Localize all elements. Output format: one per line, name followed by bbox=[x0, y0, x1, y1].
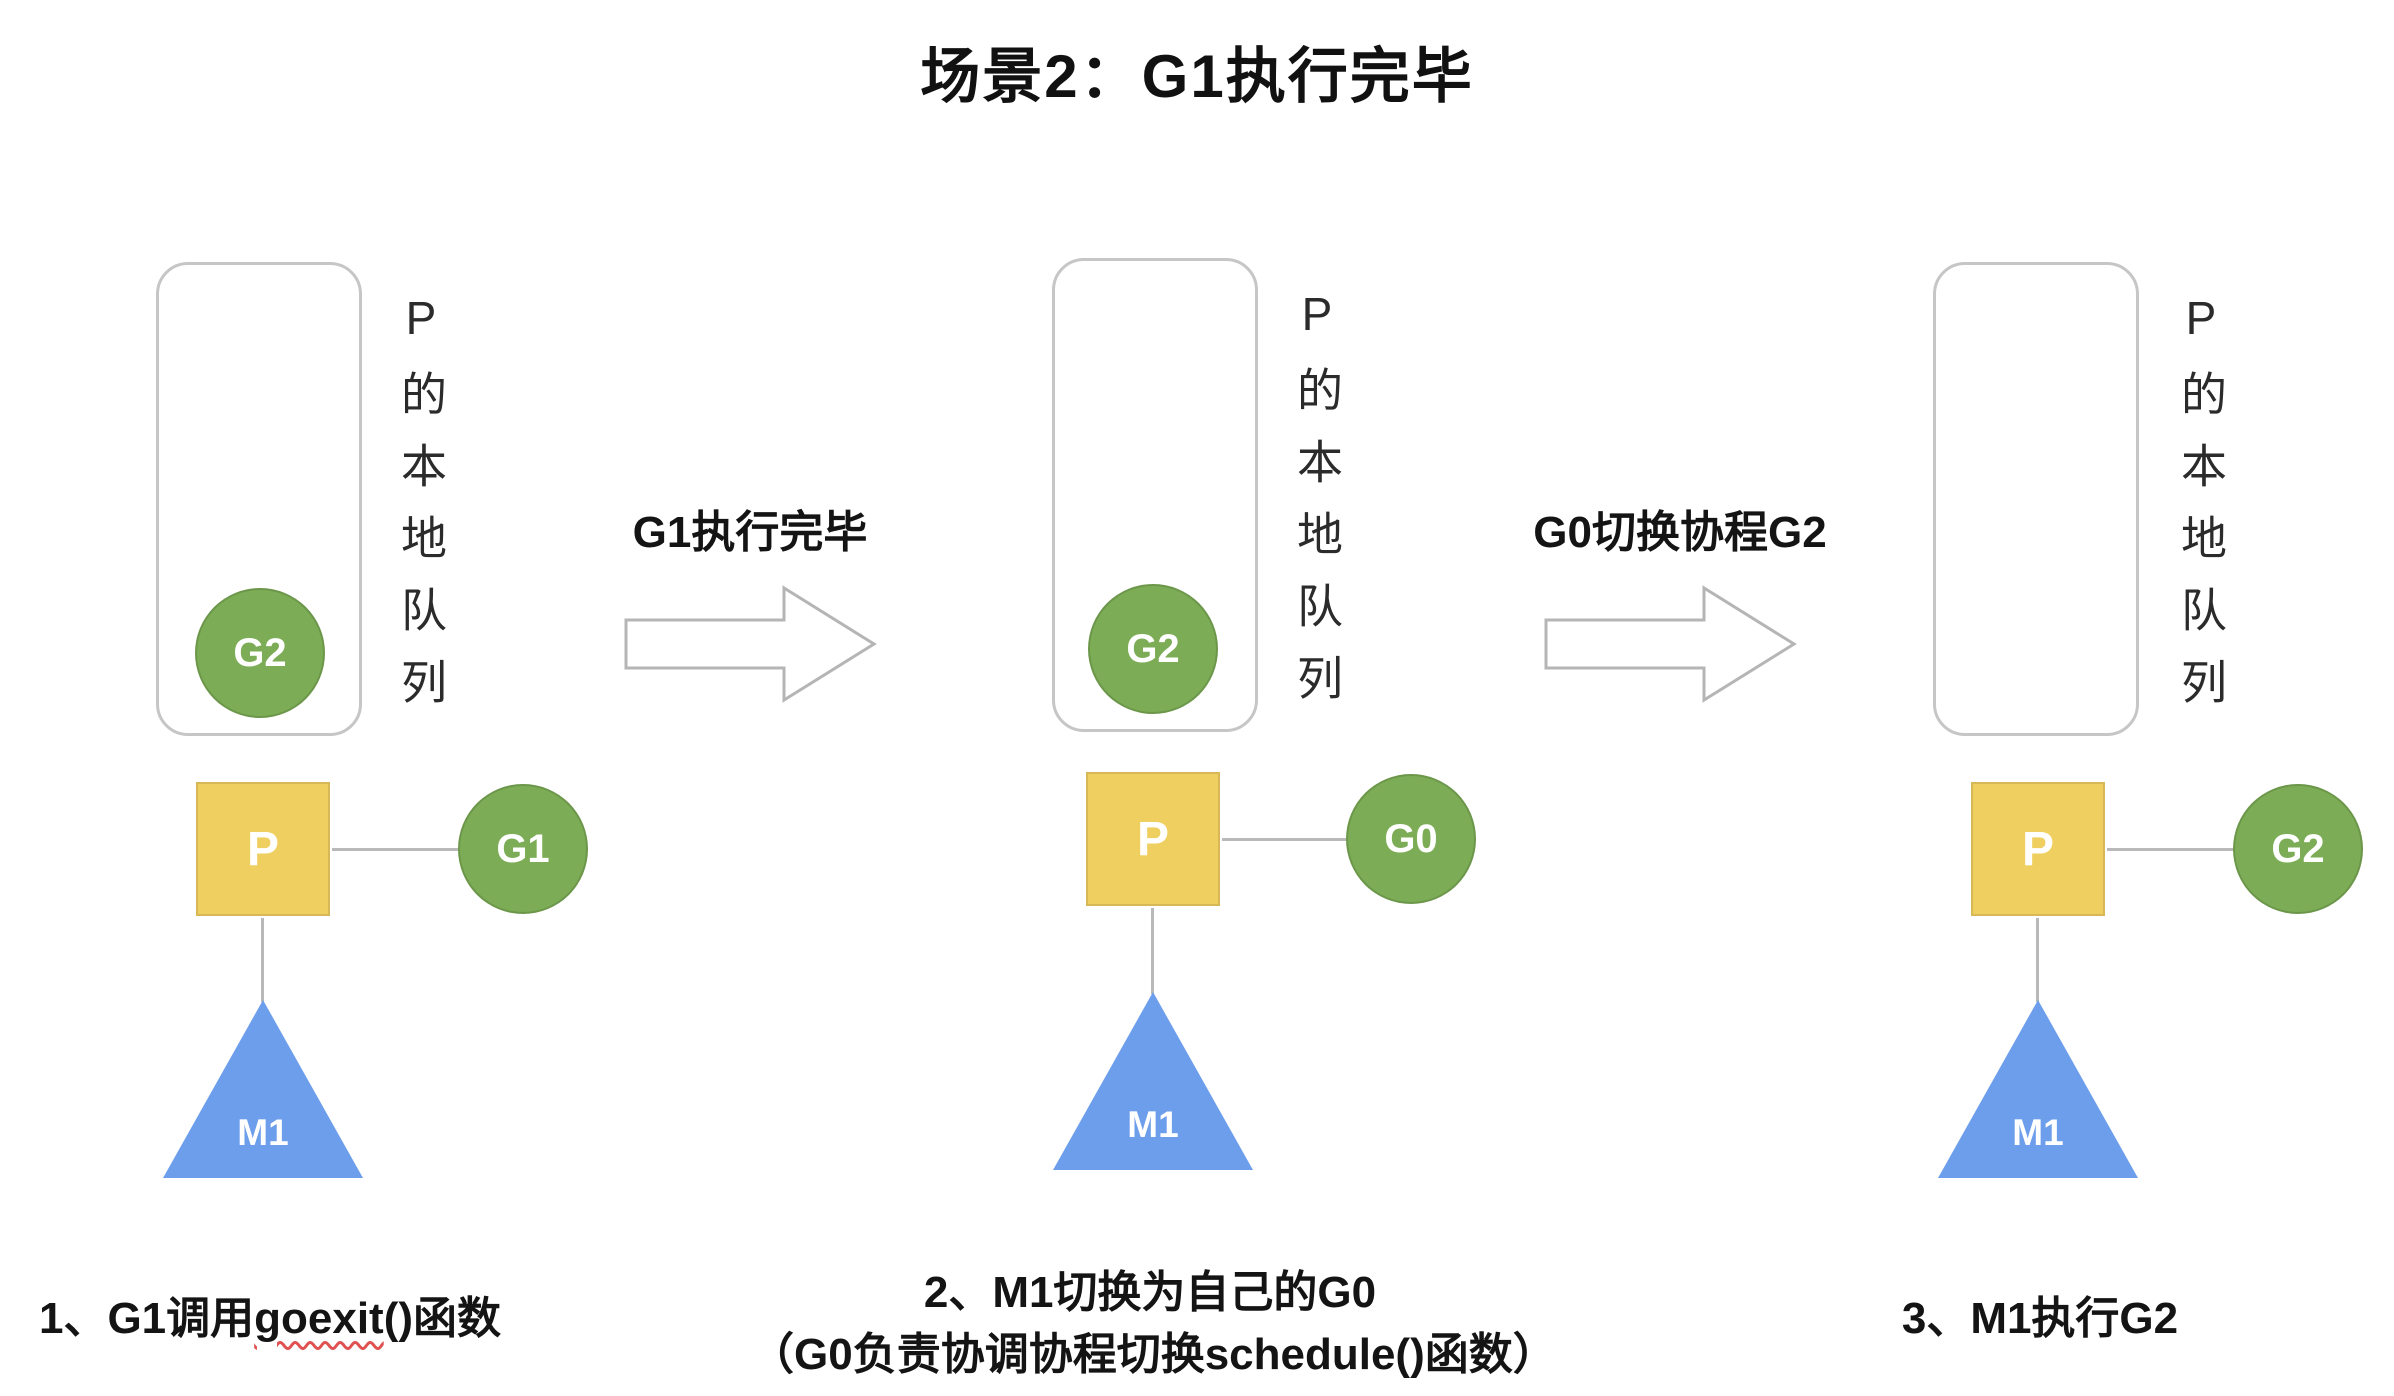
arrow-right-icon-1 bbox=[624, 585, 877, 703]
goroutine-g0-attached: G0 bbox=[1346, 774, 1476, 904]
transition2-label: G0切换协程G2 bbox=[1533, 508, 1827, 557]
goroutine-g2-in-queue-1: G2 bbox=[195, 588, 325, 718]
goroutine-g1-attached: G1 bbox=[458, 784, 588, 914]
arrow-right-icon-2 bbox=[1544, 585, 1797, 703]
goroutine-g2-attached: G2 bbox=[2233, 784, 2363, 914]
p-local-queue-box-3 bbox=[1933, 262, 2139, 736]
step2-caption: 2、M1切换为自己的G0 （G0负责协调协程切换schedule()函数） bbox=[750, 1262, 1557, 1387]
p-local-queue-label-3: P的本地队列 bbox=[2175, 292, 2227, 730]
step1-caption-spellcheck-word: goexit bbox=[254, 1294, 384, 1343]
p-local-queue-label-1: P的本地队列 bbox=[395, 292, 447, 730]
step2-caption-line1: 2、M1切换为自己的G0 bbox=[923, 1268, 1377, 1317]
machine-m1-2: M1 bbox=[1053, 992, 1253, 1170]
p-to-m-connector-2 bbox=[1151, 908, 1154, 994]
step1-caption-prefix: 1、G1调用 bbox=[38, 1294, 255, 1343]
machine-m1-label-3: M1 bbox=[2012, 1112, 2064, 1153]
p-local-queue-label-2: P的本地队列 bbox=[1291, 288, 1343, 726]
processor-p-3: P bbox=[1971, 782, 2105, 916]
p-to-g-connector-2 bbox=[1222, 838, 1346, 841]
goroutine-g2-in-queue-2: G2 bbox=[1088, 584, 1218, 714]
p-to-g-connector-1 bbox=[332, 848, 458, 851]
machine-m1-3: M1 bbox=[1938, 1000, 2138, 1178]
step3-caption: 3、M1执行G2 bbox=[1901, 1294, 2179, 1343]
machine-m1-label-2: M1 bbox=[1127, 1104, 1179, 1145]
processor-p-1: P bbox=[196, 782, 330, 916]
diagram-title: 场景2：G1执行完毕 bbox=[920, 43, 1474, 110]
p-to-m-connector-1 bbox=[261, 918, 264, 1002]
machine-m1-label-1: M1 bbox=[237, 1112, 289, 1153]
step1-caption-suffix: ()函数 bbox=[383, 1294, 502, 1343]
p-to-m-connector-3 bbox=[2036, 918, 2039, 1002]
processor-p-2: P bbox=[1086, 772, 1220, 906]
step2-caption-line2: （G0负责协调协程切换schedule()函数） bbox=[750, 1330, 1557, 1380]
p-to-g-connector-3 bbox=[2107, 848, 2233, 851]
machine-m1-1: M1 bbox=[163, 1000, 363, 1178]
transition1-label: G1执行完毕 bbox=[632, 508, 868, 557]
step1-caption: 1、G1调用goexit()函数 bbox=[20, 1288, 520, 1350]
